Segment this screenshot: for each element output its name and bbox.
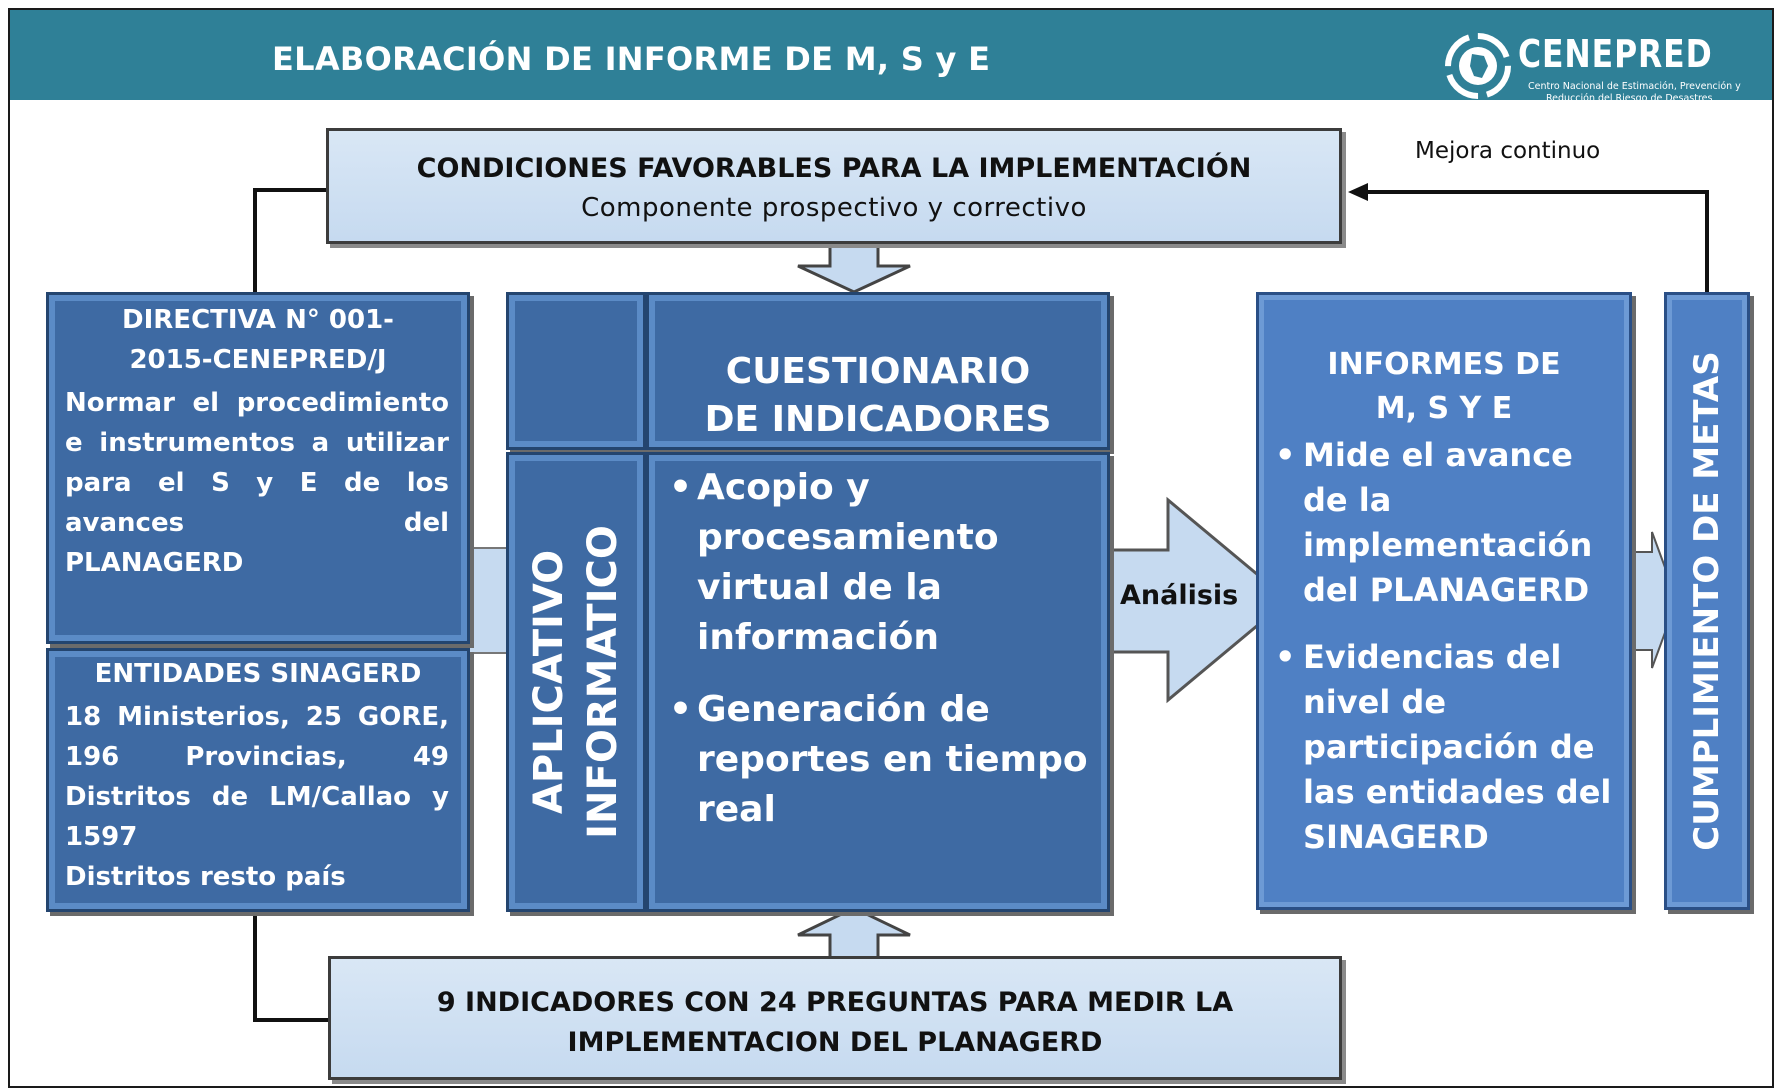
- aplicativo-top-box: [506, 292, 646, 450]
- informes-bullet-list: Mide el avance de la implementación del …: [1269, 433, 1621, 860]
- directiva-title-line2: 2015-CENEPRED/J: [129, 345, 387, 375]
- condiciones-title: CONDICIONES FAVORABLES PARA LA IMPLEMENT…: [416, 153, 1252, 184]
- analisis-label: Análisis: [1120, 580, 1239, 611]
- cumplimiento-box: CUMPLIMIENTO DE METAS: [1664, 292, 1750, 910]
- indicadores-line2: IMPLEMENTACION DEL PLANAGERD: [567, 1027, 1103, 1058]
- connector-entidades-to-bottom: [253, 912, 330, 1022]
- aplicativo-box: APLICATIVO INFORMATICO: [506, 452, 646, 912]
- aplicativo-label: APLICATIVO INFORMATICO: [522, 452, 630, 912]
- indicadores-box: 9 INDICADORES CON 24 PREGUNTAS PARA MEDI…: [328, 956, 1342, 1080]
- informes-bullet-1: Mide el avance de la implementación del …: [1269, 433, 1621, 613]
- informes-title-line2: M, S Y E: [1375, 391, 1513, 426]
- aplicativo-line2: INFORMATICO: [580, 525, 626, 839]
- directiva-title-line1: DIRECTIVA N° 001-: [122, 305, 394, 335]
- header-bar: ELABORACIÓN DE INFORME DE M, S y E CENEP…: [10, 10, 1772, 104]
- cenepred-logo: CENEPRED Centro Nacional de Estimación, …: [1442, 30, 1742, 110]
- indicadores-line1: 9 INDICADORES CON 24 PREGUNTAS PARA MEDI…: [436, 987, 1234, 1018]
- informes-title-line1: INFORMES DE: [1327, 347, 1561, 382]
- cuestionario-title-line2: DE INDICADORES: [704, 399, 1052, 440]
- logo-subtitle-line1: Centro Nacional de Estimación, Prevenció…: [1528, 81, 1741, 92]
- cuestionario-bullet-1: Acopio y procesamiento virtual de la inf…: [663, 463, 1095, 663]
- logo-subtitle-line2: Reducción del Riesgo de Desastres: [1546, 93, 1713, 104]
- directiva-body-text: Normar el procedimiento e instrumentos a…: [65, 388, 449, 538]
- logo-wordmark: CENEPRED: [1518, 32, 1713, 76]
- directiva-body: Normar el procedimiento e instrumentos a…: [65, 383, 449, 583]
- entidades-body: 18 Ministerios, 25 GORE, 196 Provincias,…: [65, 697, 449, 897]
- aplicativo-line1: APLICATIVO: [526, 549, 572, 815]
- mejora-continuo-label: Mejora continuo: [1415, 138, 1601, 164]
- cuestionario-title-line1: CUESTIONARIO: [725, 351, 1031, 392]
- cuestionario-bullet-2: Generación de reportes en tiempo real: [663, 685, 1095, 835]
- feedback-arrowhead: [1348, 183, 1368, 201]
- cuestionario-body-box: Acopio y procesamiento virtual de la inf…: [646, 452, 1110, 912]
- condiciones-subtitle: Componente prospectivo y correctivo: [581, 193, 1087, 223]
- cuestionario-bullet-list: Acopio y procesamiento virtual de la inf…: [663, 463, 1095, 835]
- connector-directiva-to-top: [253, 188, 328, 292]
- entidades-body-text: 18 Ministerios, 25 GORE, 196 Provincias,…: [65, 702, 449, 852]
- directiva-body-last: PLANAGERD: [65, 548, 244, 578]
- connector-feedback-line: [1365, 190, 1709, 292]
- directiva-box: DIRECTIVA N° 001- 2015-CENEPRED/J Normar…: [46, 292, 470, 644]
- cuestionario-title-box: CUESTIONARIO DE INDICADORES: [646, 292, 1110, 450]
- entidades-box: ENTIDADES SINAGERD 18 Ministerios, 25 GO…: [46, 648, 470, 912]
- analysis-arrow: [1106, 496, 1291, 704]
- page-title: ELABORACIÓN DE INFORME DE M, S y E: [272, 40, 991, 78]
- cumplimiento-label: CUMPLIMIENTO DE METAS: [1687, 351, 1727, 851]
- cenepred-emblem-icon: [1445, 33, 1511, 99]
- band-left: [464, 547, 511, 654]
- condiciones-box: CONDICIONES FAVORABLES PARA LA IMPLEMENT…: [326, 128, 1342, 244]
- up-arrow-bottom: [797, 906, 911, 960]
- informes-box: INFORMES DE M, S Y E Mide el avance de l…: [1256, 292, 1632, 910]
- informes-bullet-2: Evidencias del nivel de participación de…: [1269, 635, 1621, 860]
- entidades-body-last: Distritos resto país: [65, 862, 346, 892]
- entidades-title: ENTIDADES SINAGERD: [94, 659, 422, 689]
- down-arrow-top: [797, 238, 911, 294]
